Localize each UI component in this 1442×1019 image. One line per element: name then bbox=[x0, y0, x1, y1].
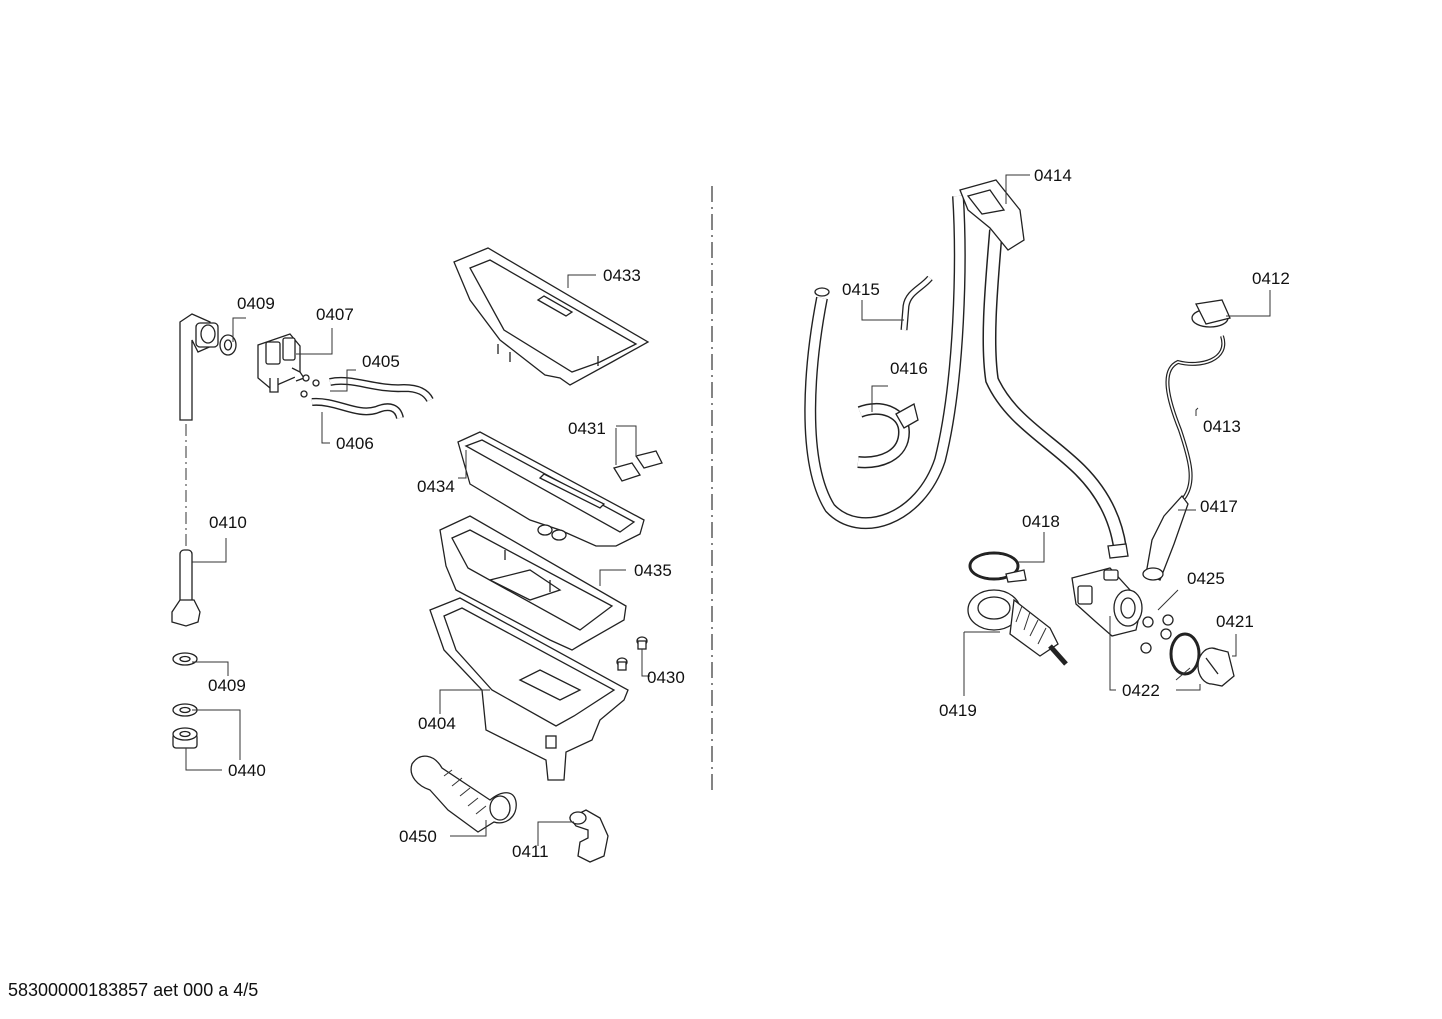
pump-filter bbox=[1197, 647, 1235, 687]
part-label-0415: 0415 bbox=[842, 280, 880, 299]
washer-0409-bottom bbox=[172, 652, 198, 666]
part-label-0419: 0419 bbox=[939, 701, 977, 720]
part-label-0409-top: 0409 bbox=[237, 294, 275, 313]
part-label-0425: 0425 bbox=[1187, 569, 1225, 588]
small-hose bbox=[900, 275, 933, 331]
part-label-0431: 0431 bbox=[568, 419, 606, 438]
part-label-0405: 0405 bbox=[362, 352, 400, 371]
filter-0440 bbox=[172, 703, 198, 749]
pump-seal bbox=[1169, 632, 1201, 676]
part-label-0421: 0421 bbox=[1216, 612, 1254, 631]
detergent-drawer bbox=[457, 431, 645, 547]
air-trap bbox=[1142, 494, 1189, 581]
part-label-0412: 0412 bbox=[1252, 269, 1290, 288]
document-id: 58300000183857 aet 000 a 4/5 bbox=[8, 980, 259, 1000]
dispenser-bellows-hose bbox=[410, 755, 517, 833]
inlet-straight-pipe bbox=[171, 549, 201, 627]
pump-screws bbox=[1140, 614, 1174, 654]
drain-hose-short bbox=[569, 809, 609, 863]
drain-pump bbox=[1071, 567, 1143, 637]
pressure-tube bbox=[1165, 335, 1226, 500]
dispenser-top-housing bbox=[439, 515, 627, 651]
washer-0409-top bbox=[219, 334, 237, 356]
sump-hose bbox=[959, 179, 1129, 559]
part-label-0409-bottom: 0409 bbox=[208, 676, 246, 695]
part-label-0430: 0430 bbox=[647, 668, 685, 687]
part-label-0416: 0416 bbox=[890, 359, 928, 378]
part-label-0407: 0407 bbox=[316, 305, 354, 324]
sump-bellows bbox=[967, 589, 1068, 666]
dispenser-lid bbox=[453, 247, 650, 386]
inlet-valve bbox=[257, 333, 320, 393]
dispenser-fasteners bbox=[616, 636, 648, 671]
part-label-0450: 0450 bbox=[399, 827, 437, 846]
part-label-0404: 0404 bbox=[418, 714, 456, 733]
part-label-0440: 0440 bbox=[228, 761, 266, 780]
leader-lines bbox=[185, 174, 1271, 846]
hose-clamp bbox=[968, 551, 1027, 583]
u-hose bbox=[857, 402, 919, 469]
part-label-0418: 0418 bbox=[1022, 512, 1060, 531]
pressure-switch bbox=[1191, 299, 1231, 328]
part-label-0411: 0411 bbox=[512, 842, 549, 861]
part-label-0406: 0406 bbox=[336, 434, 374, 453]
part-label-0434: 0434 bbox=[417, 477, 455, 496]
part-label-0417: 0417 bbox=[1200, 497, 1238, 516]
part-label-0435: 0435 bbox=[634, 561, 672, 580]
label-stickers bbox=[612, 450, 663, 482]
dispenser-housing bbox=[429, 597, 629, 781]
part-label-0413: 0413 bbox=[1203, 417, 1241, 436]
drain-hose-long bbox=[804, 195, 966, 529]
part-label-0433: 0433 bbox=[603, 266, 641, 285]
valve-hoses bbox=[300, 376, 434, 420]
part-label-0422: 0422 bbox=[1122, 681, 1160, 700]
inlet-elbow-pipe bbox=[179, 313, 219, 421]
part-label-0410: 0410 bbox=[209, 513, 247, 532]
part-label-0414: 0414 bbox=[1034, 166, 1072, 185]
